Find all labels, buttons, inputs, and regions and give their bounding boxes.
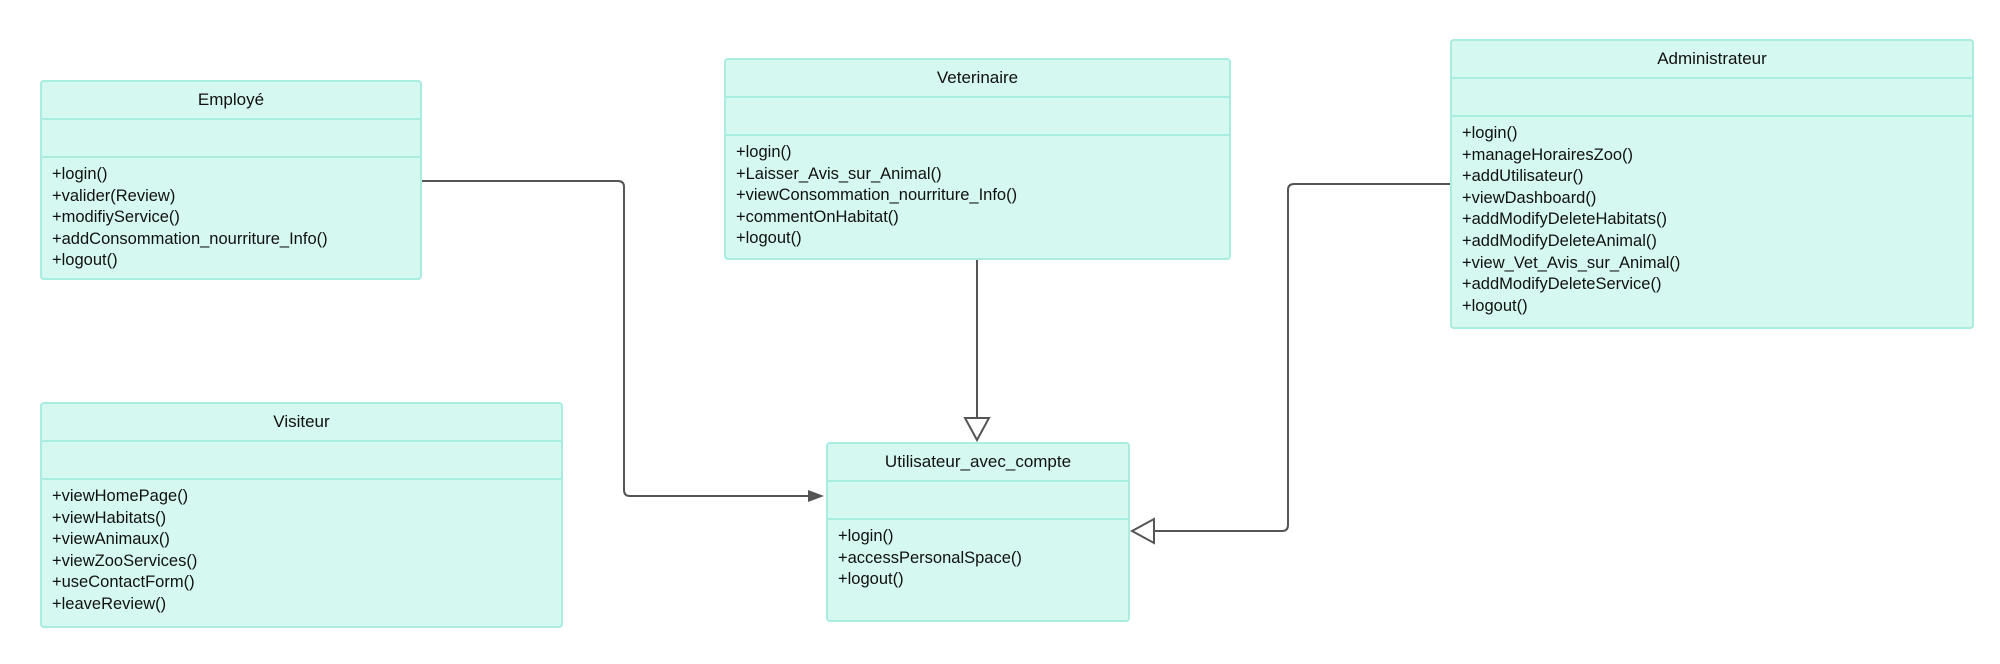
method: +addModifyDeleteService() <box>1462 275 1662 294</box>
method: +logout() <box>1462 296 1528 315</box>
method: +useContactForm() <box>52 573 195 592</box>
class-name: Visiteur <box>42 404 561 442</box>
method: +login() <box>52 165 108 183</box>
method: +addUtilisateur() <box>1462 167 1584 186</box>
method: +view_Vet_Avis_sur_Animal() <box>1462 253 1681 272</box>
method: +login() <box>1462 124 1518 142</box>
class-veterinaire[interactable]: Veterinaire +login() +Laisser_Avis_sur_A… <box>724 58 1231 260</box>
generalization-triangle-veterinaire <box>963 417 991 443</box>
method: +addModifyDeleteAnimal() <box>1462 231 1657 250</box>
method: +viewConsommation_nourriture_Info() <box>736 186 1018 205</box>
method: +viewHabitats() <box>52 508 167 527</box>
class-administrateur[interactable]: Administrateur +login() +manageHorairesZ… <box>1450 39 1974 329</box>
method: +addModifyDeleteHabitats() <box>1462 210 1667 229</box>
method: +viewAnimaux() <box>52 530 170 549</box>
connector-employe-utilisateur <box>422 180 808 497</box>
method: +viewHomePage() <box>52 487 189 505</box>
method: +login() <box>838 527 894 545</box>
connector-administrateur-utilisateur <box>1154 183 1450 532</box>
attributes-compartment <box>42 442 561 480</box>
methods-compartment: +login() +manageHorairesZoo() +addUtilis… <box>1452 117 1972 317</box>
attributes-compartment <box>1452 79 1972 117</box>
class-name: Employé <box>42 82 420 120</box>
method: +manageHorairesZoo() <box>1462 145 1634 164</box>
class-name: Veterinaire <box>726 60 1229 98</box>
attributes-compartment <box>42 120 420 158</box>
method: +logout() <box>838 570 904 589</box>
method: +modifiyService() <box>52 208 180 227</box>
methods-compartment: +login() +valider(Review) +modifiyServic… <box>42 158 420 272</box>
methods-compartment: +viewHomePage() +viewHabitats() +viewAni… <box>42 480 561 616</box>
method: +commentOnHabitat() <box>736 207 899 226</box>
method: +accessPersonalSpace() <box>838 548 1022 567</box>
attributes-compartment <box>828 482 1128 520</box>
method: +logout() <box>52 251 118 270</box>
arrowhead-employe-utilisateur <box>808 490 824 502</box>
method: +viewZooServices() <box>52 551 198 570</box>
attributes-compartment <box>726 98 1229 136</box>
method: +login() <box>736 143 792 161</box>
class-visiteur[interactable]: Visiteur +viewHomePage() +viewHabitats()… <box>40 402 563 628</box>
class-name: Administrateur <box>1452 41 1972 79</box>
generalization-triangle-administrateur <box>1129 517 1155 545</box>
class-employe[interactable]: Employé +login() +valider(Review) +modif… <box>40 80 422 280</box>
method: +viewDashboard() <box>1462 188 1597 207</box>
method: +valider(Review) <box>52 186 176 205</box>
class-utilisateur-avec-compte[interactable]: Utilisateur_avec_compte +login() +access… <box>826 442 1130 622</box>
method: +addConsommation_nourriture_Info() <box>52 229 328 248</box>
method: +Laisser_Avis_sur_Animal() <box>736 164 942 183</box>
methods-compartment: +login() +Laisser_Avis_sur_Animal() +vie… <box>726 136 1229 250</box>
method: +logout() <box>736 229 802 248</box>
class-name: Utilisateur_avec_compte <box>828 444 1128 482</box>
methods-compartment: +login() +accessPersonalSpace() +logout(… <box>828 520 1128 591</box>
method: +leaveReview() <box>52 594 167 613</box>
